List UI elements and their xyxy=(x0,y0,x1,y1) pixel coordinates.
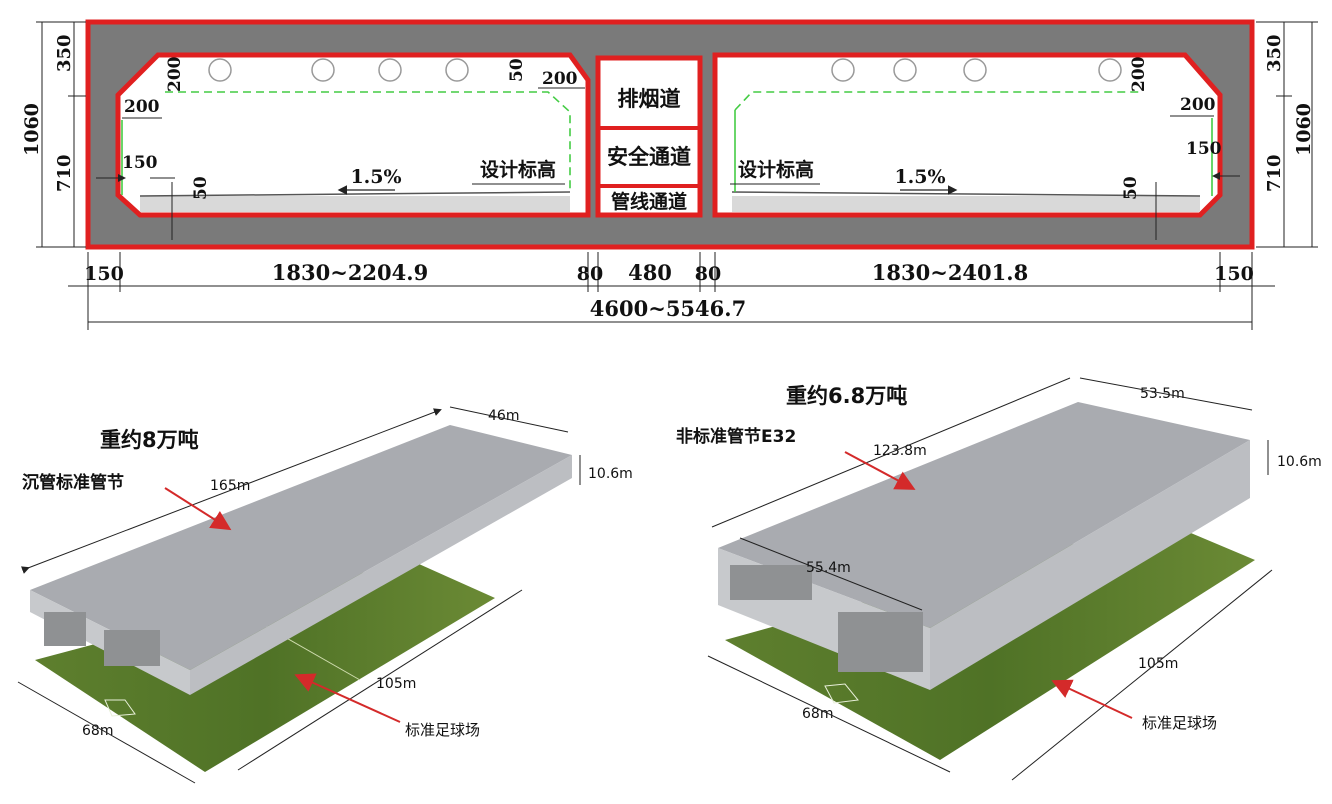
room-smoke-duct: 排烟道 xyxy=(618,86,681,111)
left-box-side xyxy=(190,455,572,695)
room-safety-passage: 安全通道 xyxy=(607,144,691,169)
dim-left-200c: 200 xyxy=(542,69,578,89)
right-field-width: 68m xyxy=(802,706,833,722)
dim-bottom-80-left: 80 xyxy=(577,263,603,285)
dim-left-150: 150 xyxy=(122,153,158,173)
design-elevation-right: 设计标高 xyxy=(738,158,814,181)
dim-bottom-150-right: 150 xyxy=(1214,263,1254,285)
right-bore xyxy=(712,52,1223,218)
right-tube-name: 非标准管节E32 xyxy=(676,426,796,447)
left-field-arrow xyxy=(294,673,401,723)
left-weight: 重约8万吨 xyxy=(100,428,199,452)
left-field-label: 标准足球场 xyxy=(405,721,480,739)
left-tube-arrow xyxy=(164,487,232,531)
right-width: 53.5m xyxy=(1140,386,1185,402)
dim-left-50b: 50 xyxy=(191,176,211,200)
dim-right-1060: 1060 xyxy=(1293,103,1315,156)
dim-bottom-480: 480 xyxy=(628,260,672,285)
dim-left-1060: 1060 xyxy=(21,103,43,156)
right-road-slab xyxy=(732,196,1200,212)
dim-right-150: 150 xyxy=(1186,139,1222,159)
dim-bottom-total: 4600~5546.7 xyxy=(590,296,746,321)
slope-right: 1.5% xyxy=(894,166,945,188)
left-field-width: 68m xyxy=(82,723,113,739)
left-football-field xyxy=(35,560,495,772)
dim-bottom-right-bore: 1830~2401.8 xyxy=(872,260,1028,285)
dim-left-710: 710 xyxy=(54,154,75,192)
left-immersed-tube-model: 重约8万吨 沉管标准管节 165m 46m 10.6m 105m 68m 标准足… xyxy=(17,406,633,784)
design-elevation-left: 设计标高 xyxy=(480,158,556,181)
slope-left: 1.5% xyxy=(350,166,401,188)
middle-gallery xyxy=(595,55,703,218)
right-box-side xyxy=(930,440,1250,690)
tunnel-cross-section: 排烟道 安全通道 管线通道 设计标高 设计标高 1.5% 1.5% 200 20… xyxy=(21,19,1318,330)
right-field-arrow xyxy=(1051,679,1133,719)
left-field-length: 105m xyxy=(376,676,416,692)
dim-left-350: 350 xyxy=(54,34,75,72)
left-bore xyxy=(115,52,591,218)
left-height: 10.6m xyxy=(588,466,633,482)
dim-right-200b: 200 xyxy=(1180,95,1216,115)
right-field-length: 105m xyxy=(1138,656,1178,672)
dim-right-710: 710 xyxy=(1264,154,1285,192)
dim-bottom-left-bore: 1830~2204.9 xyxy=(272,260,428,285)
dim-right-50: 50 xyxy=(1121,176,1141,200)
dim-right-200a: 200 xyxy=(1129,56,1149,92)
left-length: 165m xyxy=(210,478,250,494)
jet-fan-icon xyxy=(208,58,1122,82)
dim-bottom-80-right: 80 xyxy=(695,263,721,285)
dim-left-200a: 200 xyxy=(165,56,185,92)
dim-right-350: 350 xyxy=(1264,34,1285,72)
left-ceiling-line xyxy=(165,91,571,190)
right-height: 10.6m xyxy=(1277,454,1322,470)
left-road-slab xyxy=(140,196,570,212)
dim-bottom-150-left: 150 xyxy=(84,263,124,285)
dim-left-200b: 200 xyxy=(124,97,160,117)
right-tube-arrow xyxy=(844,451,916,490)
right-width-2: 55.4m xyxy=(806,560,851,576)
dim-left-50a: 50 xyxy=(507,58,527,82)
right-immersed-tube-model: 重约6.8万吨 非标准管节E32 123.8m 53.5m 10.6m 55.4… xyxy=(676,377,1322,781)
right-field-label: 标准足球场 xyxy=(1142,714,1217,732)
right-weight: 重约6.8万吨 xyxy=(786,384,907,408)
room-pipe-passage: 管线通道 xyxy=(611,190,687,213)
right-length: 123.8m xyxy=(873,443,927,459)
right-box-top xyxy=(718,402,1250,628)
left-tube-name: 沉管标准管节 xyxy=(22,472,124,493)
